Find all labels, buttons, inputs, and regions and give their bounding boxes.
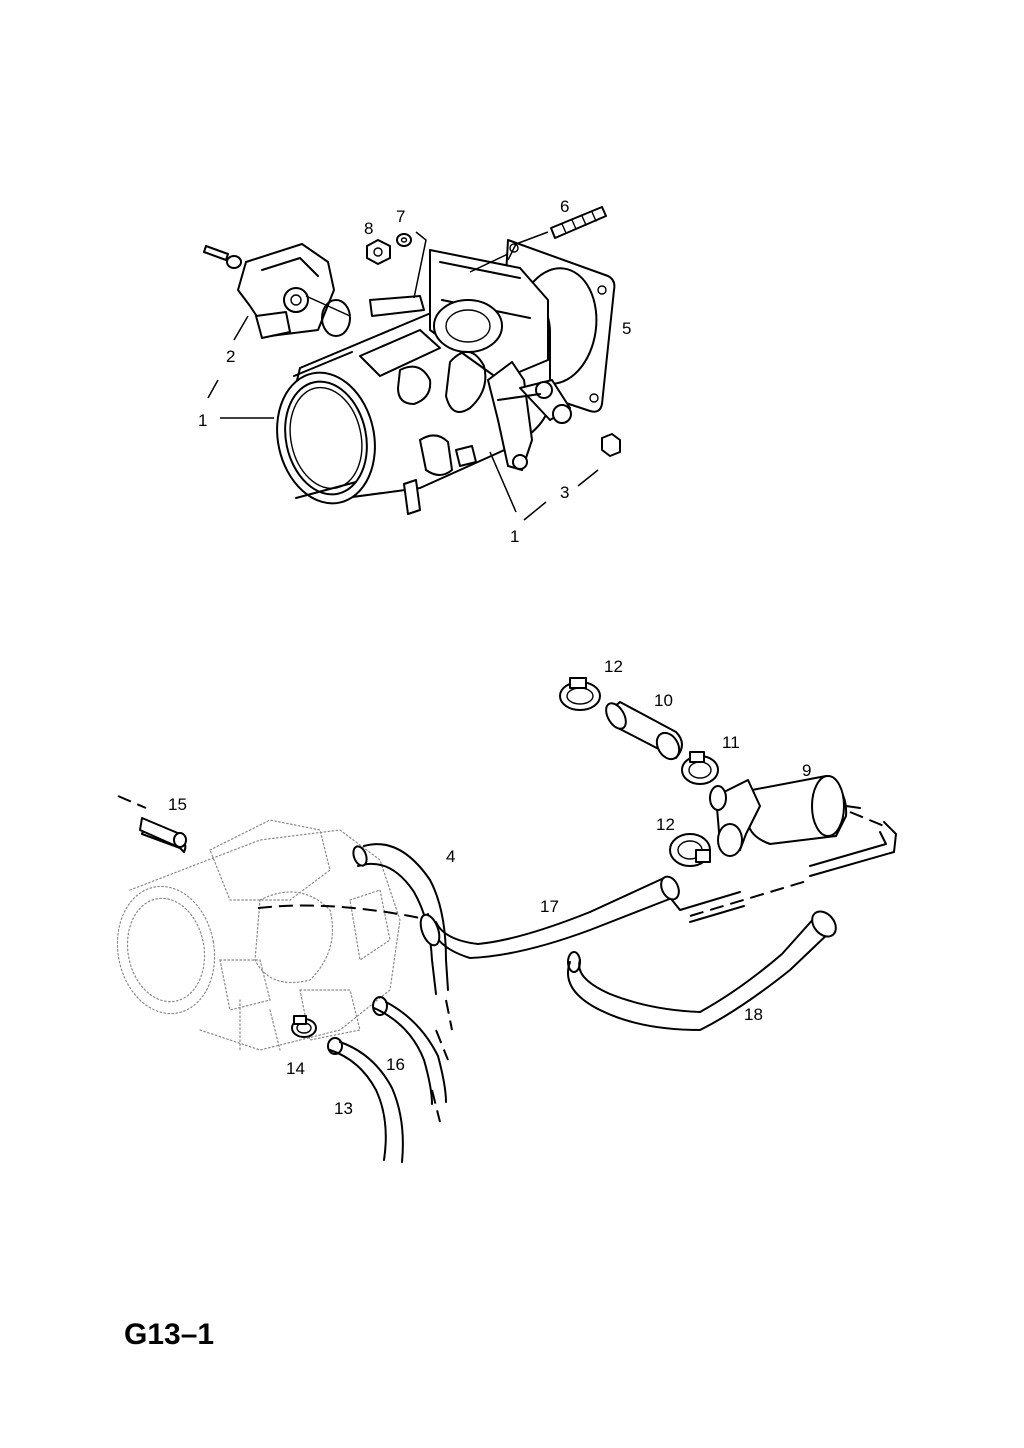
hose-part-16 [373, 1001, 447, 1105]
throttle-body-housing [276, 249, 551, 515]
coolant-hose-assembly [116, 677, 897, 1163]
callout-5: 5 [622, 319, 631, 338]
bolt-part-3 [601, 433, 621, 457]
hose-dashed-link-9 [849, 811, 885, 827]
sensor-screw [203, 245, 242, 269]
connector-pipe-part-10 [605, 701, 683, 761]
nut-part-8 [366, 239, 391, 265]
hose-part-4 [357, 843, 449, 995]
throttle-body-ghost [116, 819, 401, 1051]
callout-1-bottom: 1 [510, 527, 519, 546]
callout-2: 2 [226, 347, 235, 366]
callout-9: 9 [802, 761, 811, 780]
hose-clamp-part-12-lower [669, 833, 711, 867]
hose-dashed-link-4-down [431, 999, 453, 1123]
leader-1a [207, 379, 219, 399]
callout-11: 11 [722, 733, 740, 752]
callout-12-top: 12 [604, 657, 623, 676]
callout-1-left: 1 [198, 411, 207, 430]
hose-part-18 [567, 910, 837, 1031]
leader-sensor-oring [305, 295, 351, 317]
leader-6-to-gasket [469, 231, 549, 273]
leader-3 [577, 469, 599, 487]
callout-12-lower: 12 [656, 815, 675, 834]
callout-16: 16 [386, 1055, 405, 1074]
callout-labels: 1 1 2 3 4 5 6 7 8 9 10 11 12 12 13 14 15… [168, 197, 811, 1118]
hose-clamp-part-11 [681, 751, 719, 785]
hose-clamp-part-14 [291, 1015, 317, 1038]
throttle-position-sensor-part-2 [237, 243, 335, 339]
leader-7-to-body [413, 231, 427, 299]
callout-10: 10 [654, 691, 673, 710]
callout-15: 15 [168, 795, 187, 814]
callout-17: 17 [540, 897, 559, 916]
washer-part-7 [396, 233, 412, 247]
leader-2 [233, 315, 249, 341]
callout-3: 3 [560, 483, 569, 502]
throttle-lever-linkage [487, 361, 572, 471]
hose-dashed-link-body [257, 904, 421, 919]
hose-clamp-part-12-top [559, 677, 601, 711]
stud-part-6 [550, 206, 607, 239]
callout-4: 4 [446, 847, 455, 866]
hose-dashed-link-18 [689, 879, 811, 917]
valve-part-9 [709, 775, 861, 857]
pipe-part-15 [139, 817, 187, 853]
leader-1-3 [523, 501, 547, 521]
callout-13: 13 [334, 1099, 353, 1118]
hose-part-17 [419, 875, 745, 959]
callout-6: 6 [560, 197, 569, 216]
page-code: G13–1 [124, 1318, 215, 1351]
valve-outlet-pipe [809, 821, 897, 877]
callout-18: 18 [744, 1005, 763, 1024]
leader-1-bottom [489, 451, 517, 513]
o-ring [321, 299, 351, 337]
callout-14: 14 [286, 1059, 305, 1078]
callout-7: 7 [396, 207, 405, 226]
throttle-body-assembly [203, 206, 621, 521]
hose-dashed-link-15 [117, 795, 147, 809]
hose-part-13 [329, 1041, 404, 1163]
callout-8: 8 [364, 219, 373, 238]
